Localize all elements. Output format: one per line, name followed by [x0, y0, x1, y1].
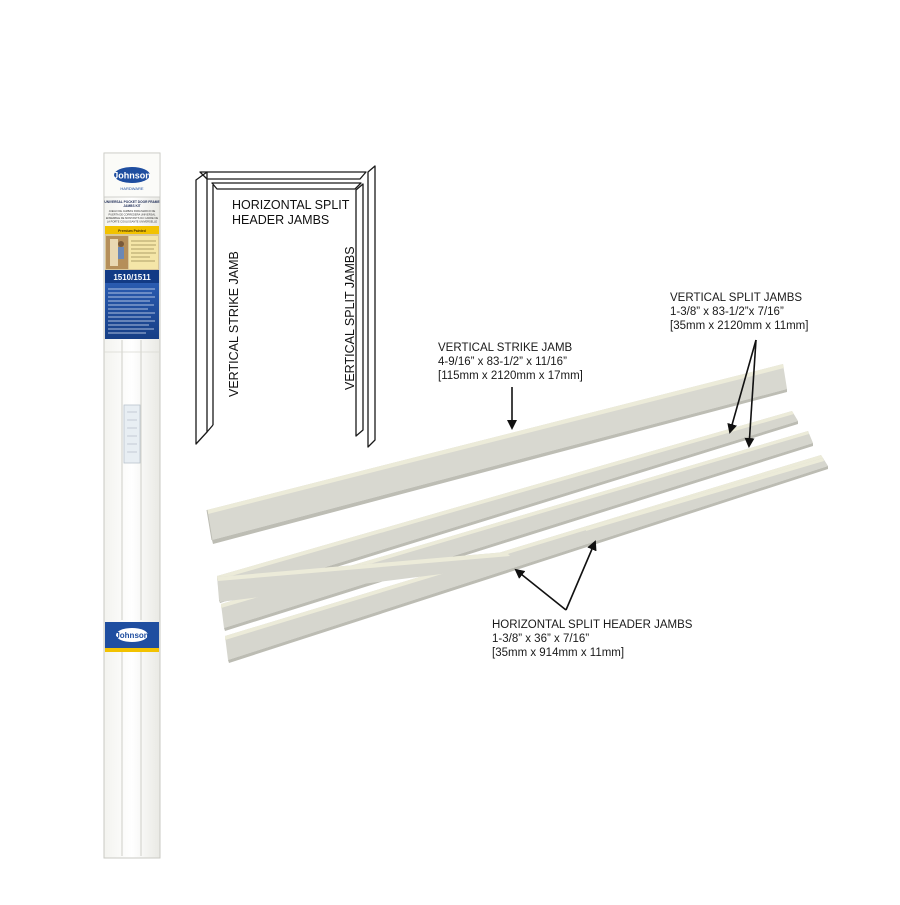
header-jamb-short-piece-left — [217, 552, 513, 602]
package-model-number: 1510/1511 — [113, 273, 151, 282]
arrow-header-jamb-2 — [565, 540, 597, 611]
frame-diagram — [195, 165, 376, 448]
callout-vertical-split-jambs: VERTICAL SPLIT JAMBS 1-3/8” x 83-1/2”x 7… — [670, 291, 808, 333]
callout-vertical-strike-dims-in: 4-9/16” x 83-1/2” x 11/16” — [438, 356, 567, 368]
package-bottom-brand: Johnson — [115, 631, 148, 640]
package-hardware-pouch — [123, 404, 141, 464]
diagram-strike-jamb — [195, 171, 208, 445]
package-french-line-3: ENSEMBLE DE MONTANTS DU CADRE DE — [106, 216, 158, 220]
arrow-split-jamb-1 — [727, 339, 757, 434]
callout-arrows — [507, 339, 757, 611]
package-brand: Johnson — [113, 171, 151, 181]
diagram-header-jamb-bottom — [211, 182, 362, 190]
strike-jamb-board — [206, 364, 787, 544]
callout-vertical-strike-jamb: VERTICAL STRIKE JAMB 4-9/16” x 83-1/2” x… — [438, 341, 583, 383]
package-photo — [105, 234, 159, 270]
diagram-header-label-line-1: HORIZONTAL SPLIT — [232, 198, 350, 212]
package-jamb-slats — [104, 340, 160, 620]
diagram-split-jamb-outer — [367, 165, 376, 448]
callout-horizontal-split-header-jambs: HORIZONTAL SPLIT HEADER JAMBS 1-3/8” x 3… — [492, 618, 692, 660]
callout-vertical-strike-dims-mm: [115mm x 2120mm x 17mm] — [438, 370, 583, 382]
package-french-line-1: JUEGO DE JAMBAS PARA MARCO DE — [109, 209, 156, 213]
callout-vertical-split-dims-in: 1-3/8” x 83-1/2”x 7/16” — [670, 306, 784, 318]
diagram-header-jamb-top — [199, 171, 367, 180]
arrow-split-jamb-2 — [744, 339, 757, 448]
jamb-boards — [206, 364, 828, 663]
package-title-line-1: UNIVERSAL POCKET DOOR FRAME — [104, 200, 159, 204]
product-package: Johnson HARDWARE UNIVERSAL POCKET DOOR F… — [103, 152, 161, 859]
package-french-line-4: LA PORTE COULISSANTE UNIVERSELLE — [107, 220, 158, 224]
package-logo: Johnson HARDWARE — [113, 167, 151, 191]
diagram-split-jamb-inner — [355, 183, 364, 437]
callout-horizontal-header-title: HORIZONTAL SPLIT HEADER JAMBS — [492, 619, 693, 631]
package-band-label: Premium Painted — [118, 229, 146, 233]
arrow-header-jamb-1 — [514, 568, 567, 611]
diagram-header-label-line-2: HEADER JAMBS — [232, 213, 329, 227]
callout-vertical-split-title: VERTICAL SPLIT JAMBS — [670, 292, 803, 304]
package-french-line-2: PUERTA DE CORREDERA UNIVERSAL — [108, 213, 156, 217]
header-jamb-short-piece — [586, 458, 826, 540]
package-info-lines — [108, 288, 155, 334]
callout-vertical-strike-title: VERTICAL STRIKE JAMB — [438, 342, 573, 354]
callout-vertical-split-dims-mm: [35mm x 2120mm x 11mm] — [670, 320, 809, 332]
diagram-split-jamb-label: VERTICAL SPLIT JAMBS — [343, 246, 357, 390]
split-jamb-board-1 — [217, 411, 798, 603]
callout-horizontal-header-dims-mm: [35mm x 914mm x 11mm] — [492, 647, 625, 659]
package-yellow-band — [105, 226, 159, 234]
callout-horizontal-header-dims-in: 1-3/8” x 36” x 7/16” — [492, 633, 590, 645]
diagram-strike-jamb-label: VERTICAL STRIKE JAMB — [227, 251, 241, 397]
package-title-line-2: JAMBS KIT — [123, 204, 140, 208]
package-brand-tag: HARDWARE — [120, 186, 144, 191]
package-info-panel — [105, 283, 159, 339]
